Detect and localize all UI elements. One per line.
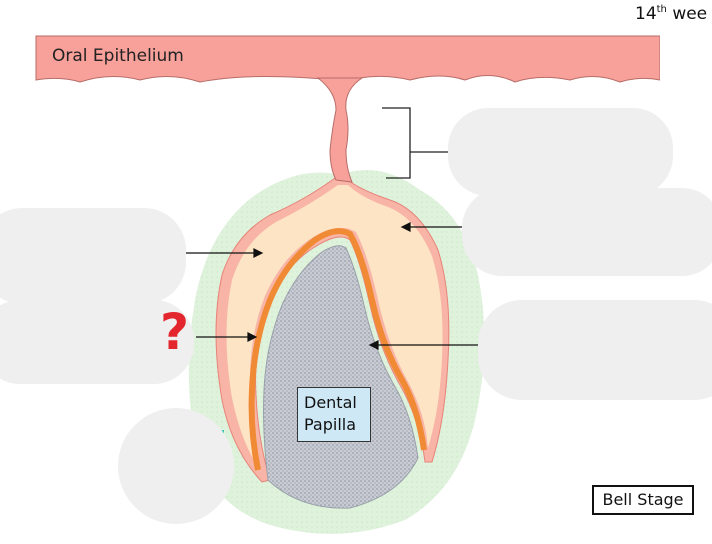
week-suffix: th xyxy=(656,4,667,15)
lamina-bracket xyxy=(382,107,448,179)
dental-papilla-label-line1: Dental xyxy=(304,393,357,412)
label-arrows xyxy=(186,222,478,350)
week-label: 14th wee xyxy=(635,4,707,24)
inner-enamel-epithelium xyxy=(248,228,427,471)
dental-papilla-label: Dental Papilla xyxy=(297,387,371,442)
week-number: 14 xyxy=(635,4,657,24)
oral-epithelium-label: Oral Epithelium xyxy=(52,46,184,66)
header-cover xyxy=(660,30,680,102)
answer-blanks xyxy=(0,108,712,524)
question-mark-icon: ? xyxy=(160,303,190,361)
dental-lamina xyxy=(316,77,364,183)
blank-stellate-reticulum xyxy=(0,208,186,304)
oral-epithelium xyxy=(35,35,661,83)
blank-inner-epithelium xyxy=(478,300,712,400)
week-word: wee xyxy=(672,4,708,24)
blank-question-layer xyxy=(0,300,194,384)
bell-stage-label: Bell Stage xyxy=(592,485,694,515)
blank-teal-label xyxy=(118,408,234,524)
blank-outer-epithelium xyxy=(462,188,712,276)
stellate-reticulum xyxy=(226,185,443,470)
blank-lamina xyxy=(448,108,673,196)
dental-papilla xyxy=(263,245,419,509)
dental-papilla-label-line2: Papilla xyxy=(304,415,357,434)
